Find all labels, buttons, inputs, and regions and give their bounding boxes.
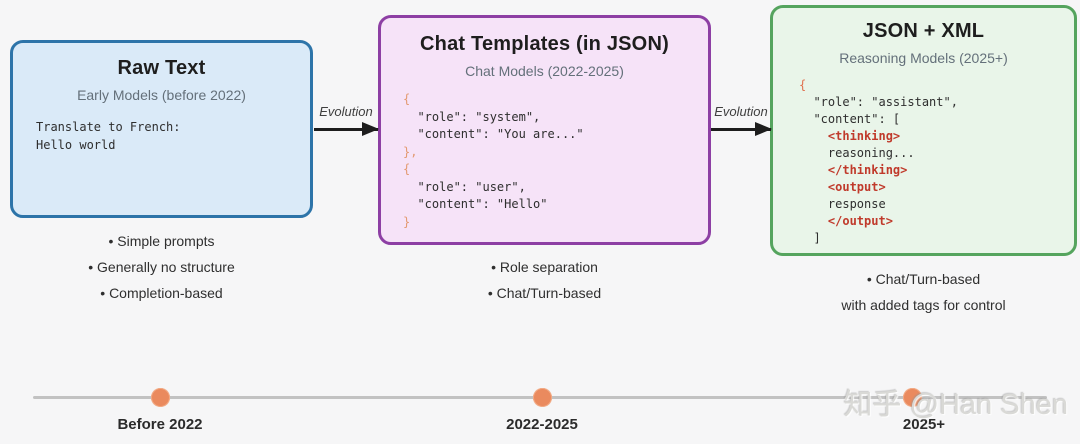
code-line: { xyxy=(403,92,411,106)
code-line: reasoning... xyxy=(799,146,915,160)
evolution-arrow-2: Evolution xyxy=(711,104,772,136)
arrow-line xyxy=(314,122,379,136)
stage-box-json-xml: JSON + XML Reasoning Models (2025+) { "r… xyxy=(770,5,1077,256)
code-line: <thinking> xyxy=(827,129,901,143)
bullet-list-chat-templates: • Role separation • Chat/Turn-based xyxy=(378,257,711,309)
evolution-arrow-1: Evolution xyxy=(314,104,379,136)
timeline-dot-before-2022 xyxy=(151,388,170,407)
stage-title: Raw Text xyxy=(117,57,206,79)
arrow-head-icon xyxy=(755,122,772,136)
stage-box-chat-templates: Chat Templates (in JSON) Chat Models (20… xyxy=(378,15,711,245)
code-line: { xyxy=(403,162,411,176)
code-block: { "role": "assistant", "content": [ <thi… xyxy=(773,77,1074,247)
stage-subtitle: Early Models (before 2022) xyxy=(77,87,246,103)
timeline-label-2022-2025: 2022-2025 xyxy=(506,416,578,433)
code-line: "role": "user", xyxy=(403,179,526,194)
code-line: "content": [ xyxy=(799,112,901,126)
code-line: }, xyxy=(403,144,418,159)
arrow-head-icon xyxy=(362,122,379,136)
code-line: </thinking> xyxy=(827,163,908,177)
code-line: "role": "system", xyxy=(403,109,541,124)
stage-title: JSON + XML xyxy=(862,20,985,42)
stage-title: Chat Templates (in JSON) xyxy=(420,33,669,55)
code-line: response xyxy=(799,197,886,211)
arrow-label: Evolution xyxy=(319,104,373,119)
code-line: "content": "You are..." xyxy=(403,127,584,141)
bullet-item: • Simple prompts xyxy=(108,233,215,249)
bullet-item: • Generally no structure xyxy=(88,259,235,275)
code-block: Translate to French: Hello world xyxy=(13,118,310,154)
bullet-item: with added tags for control xyxy=(841,297,1006,313)
stage-subtitle: Chat Models (2022-2025) xyxy=(465,63,624,79)
bullet-list-json-xml: • Chat/Turn-based with added tags for con… xyxy=(770,269,1077,321)
code-line: Translate to French: xyxy=(36,120,181,134)
bullet-item: • Chat/Turn-based xyxy=(487,285,602,301)
arrow-label: Evolution xyxy=(714,104,768,119)
code-line: { xyxy=(799,78,807,92)
bullet-list-raw-text: • Simple prompts • Generally no structure… xyxy=(10,231,313,309)
code-line: ] xyxy=(799,231,821,245)
code-line: Hello world xyxy=(36,138,116,152)
code-block: { "role": "system", "content": "You are.… xyxy=(381,91,708,231)
timeline-label-2025-plus: 2025+ xyxy=(902,416,946,433)
bullet-item: • Completion-based xyxy=(100,285,223,301)
stage-subtitle: Reasoning Models (2025+) xyxy=(839,50,1008,66)
code-line: <output> xyxy=(827,180,886,194)
code-line: </output> xyxy=(827,214,893,228)
code-line: } xyxy=(403,214,411,229)
arrow-line xyxy=(711,122,772,136)
bullet-item: • Role separation xyxy=(491,259,598,275)
timeline-dot-2022-2025 xyxy=(533,388,552,407)
stage-box-raw-text: Raw Text Early Models (before 2022) Tran… xyxy=(10,40,313,218)
code-line: "role": "assistant", xyxy=(799,95,958,109)
bullet-item: • Chat/Turn-based xyxy=(866,271,981,287)
timeline-label-before-2022: Before 2022 xyxy=(117,416,203,433)
code-line: "content": "Hello" xyxy=(403,197,548,211)
timeline-dot-2025-plus xyxy=(903,388,922,407)
